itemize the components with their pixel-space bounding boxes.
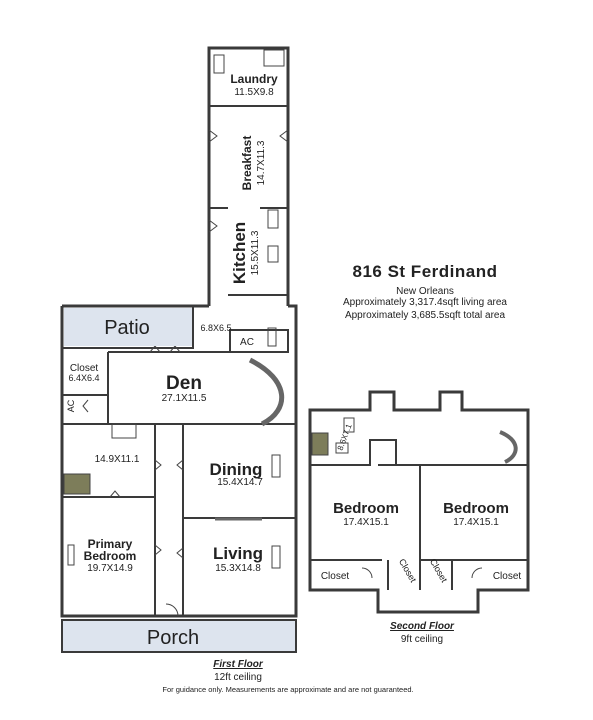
- first-floor-walls: [60, 46, 298, 618]
- living-dims: 15.3X14.8: [215, 563, 261, 574]
- porch-area: [61, 619, 297, 653]
- dining-label: Dining: [210, 460, 263, 479]
- laundry-dims: 11.5X9.8: [234, 87, 274, 98]
- hall-dims: 6.8X6.5: [200, 323, 231, 333]
- sf-closet-2-label: Closet: [397, 557, 419, 585]
- second-floor-inner-walls: [310, 439, 528, 590]
- total-area: Approximately 3,685.5sqft total area: [344, 310, 506, 321]
- first-floor-doors: [82, 129, 289, 559]
- laundry-label: Laundry: [230, 72, 278, 86]
- kitchen-dims: 15.5X11.3: [250, 230, 261, 275]
- ac-upper-label: AC: [240, 337, 254, 348]
- living-label: Living: [213, 544, 263, 563]
- breakfast-dims: 14.7X11.3: [256, 140, 267, 185]
- patio-area: [64, 308, 192, 346]
- primary-bedroom-label-2: Bedroom: [84, 549, 137, 563]
- bedroom-left-label: Bedroom: [333, 500, 399, 517]
- bath-dims: 14.9X11.1: [95, 454, 140, 465]
- den-label: Den: [166, 373, 202, 394]
- closet-label: Closet: [70, 363, 99, 374]
- bedroom-right-label: Bedroom: [443, 500, 509, 517]
- first-floor-fixtures: [63, 49, 285, 617]
- sf-closet-1-label: Closet: [321, 571, 350, 582]
- sf-closet-3-label: Closet: [428, 557, 450, 585]
- breakfast-label: Breakfast: [240, 136, 254, 191]
- first-floor-ceiling: 12ft ceiling: [214, 672, 262, 683]
- first-floor-inner-walls: [61, 105, 296, 616]
- living-area: Approximately 3,317.4sqft living area: [343, 297, 507, 308]
- second-floor-title: Second Floor: [390, 621, 454, 632]
- second-floor-fixtures: [311, 417, 518, 579]
- disclaimer: For guidance only. Measurements are appr…: [162, 685, 414, 694]
- property-title: 816 St Ferdinand: [352, 262, 498, 281]
- property-city: New Orleans: [396, 286, 454, 297]
- bedroom-right-dims: 17.4X15.1: [453, 517, 499, 528]
- ac-lower-label: AC: [66, 399, 76, 412]
- bedroom-left-dims: 17.4X15.1: [343, 517, 389, 528]
- sf-bath-dims: 8.6X7.1: [336, 422, 354, 452]
- dining-dims: 15.4X14.7: [217, 477, 263, 488]
- second-floor-walls: [308, 390, 530, 614]
- closet-dims: 6.4X6.4: [68, 373, 99, 383]
- first-floor-title: First Floor: [213, 659, 263, 670]
- patio-label: Patio: [104, 317, 150, 339]
- sf-closet-4-label: Closet: [493, 571, 522, 582]
- second-floor-ceiling: 9ft ceiling: [400, 634, 444, 645]
- porch-label: Porch: [147, 627, 199, 649]
- primary-bedroom-label-1: Primary: [88, 537, 133, 551]
- kitchen-label: Kitchen: [230, 222, 249, 284]
- primary-bedroom-dims: 19.7X14.9: [87, 563, 133, 574]
- den-dims: 27.1X11.5: [162, 393, 207, 404]
